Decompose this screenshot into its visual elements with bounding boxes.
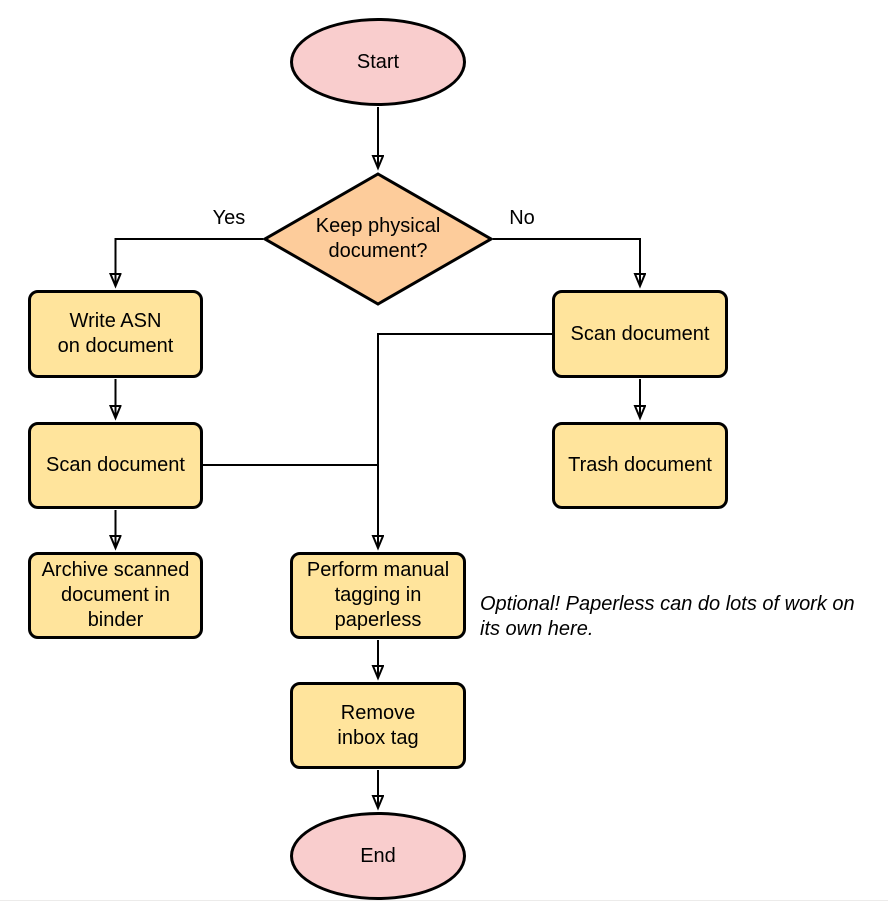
node-end: End	[290, 812, 466, 900]
node-archive-binder-label: Archive scanned document in binder	[41, 559, 190, 631]
edge-decision-no-to-scan-right	[493, 238, 640, 285]
node-scan-document-left: Scan document	[28, 422, 203, 509]
edge-scan-right-to-tagging	[378, 333, 552, 547]
node-decision-label: Keep physical document?	[315, 215, 441, 262]
diamond-shape	[263, 172, 493, 306]
node-start: Start	[290, 18, 466, 106]
node-scan-document-right: Scan document	[552, 290, 728, 378]
edge-label-yes: Yes	[212, 207, 246, 229]
node-decision-keep-physical: Keep physical document?	[263, 172, 493, 306]
node-write-asn: Write ASN on document	[28, 290, 203, 378]
node-trash-document: Trash document	[552, 422, 728, 509]
edge-decision-yes-to-write-asn	[116, 238, 263, 285]
optional-note: Optional! Paperless can do lots of work …	[480, 593, 855, 640]
bottom-divider	[0, 900, 888, 901]
node-scan-document-right-label: Scan document	[570, 322, 710, 345]
node-remove-inbox-tag-label: Remove inbox tag	[337, 701, 419, 749]
edge-label-no: No	[509, 207, 535, 229]
node-remove-inbox-tag: Remove inbox tag	[290, 682, 466, 769]
node-manual-tagging: Perform manual tagging in paperless	[290, 552, 466, 639]
node-archive-binder: Archive scanned document in binder	[28, 552, 203, 639]
node-trash-document-label: Trash document	[568, 454, 712, 476]
node-write-asn-label: Write ASN on document	[57, 310, 174, 357]
node-manual-tagging-label: Perform manual tagging in paperless	[306, 559, 450, 631]
node-scan-document-left-label: Scan document	[46, 454, 185, 476]
node-start-label: Start	[356, 50, 400, 73]
node-end-label: End	[360, 844, 396, 867]
